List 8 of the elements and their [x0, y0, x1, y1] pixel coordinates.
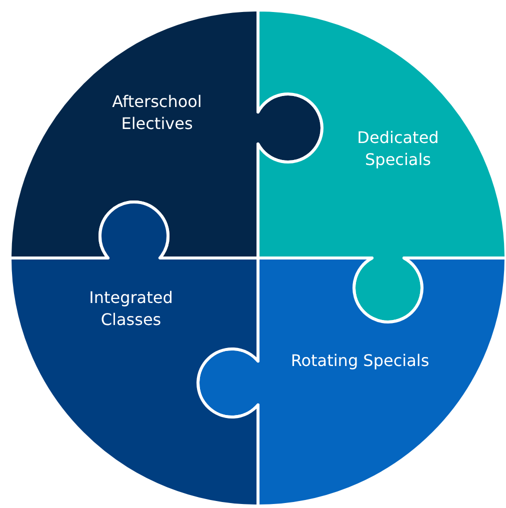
puzzle-piece [10, 202, 258, 506]
piece-label: Dedicated Specials [356, 127, 440, 171]
piece-label: Afterschool Electives [111, 91, 203, 135]
puzzle-piece [258, 10, 506, 322]
puzzle-piece [198, 258, 506, 506]
piece-label: Rotating Specials [290, 350, 430, 372]
puzzle-piece [10, 10, 322, 258]
piece-label: Integrated Classes [88, 287, 174, 331]
